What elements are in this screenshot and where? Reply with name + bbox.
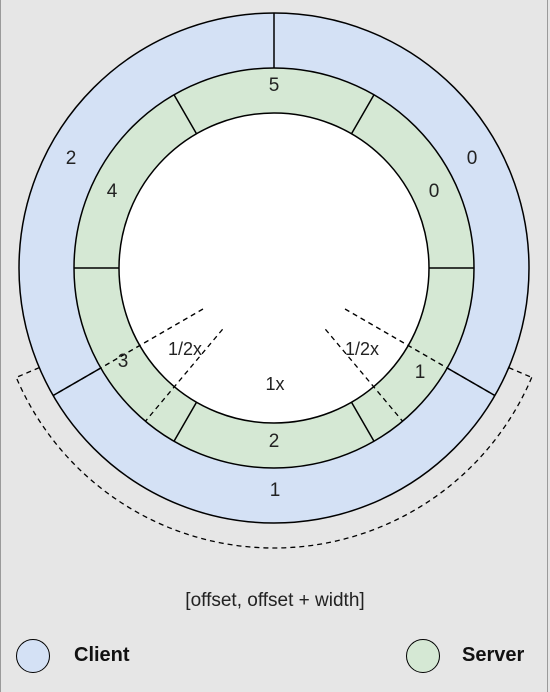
range-caption: [offset, offset + width] — [185, 590, 365, 611]
range-factor-left: 1/2x — [168, 339, 202, 359]
server-boundary-line — [173, 401, 198, 442]
client-swatch-icon — [16, 639, 50, 673]
client-segment-label-1: 1 — [270, 480, 281, 501]
range-arc-connector — [16, 367, 40, 379]
range-arc-connector — [508, 367, 532, 379]
inner-hole — [118, 112, 430, 424]
range-markers — [15, 308, 533, 549]
range-factor-right: 1/2x — [345, 339, 379, 359]
range-factor-center: 1x — [265, 374, 284, 394]
client-segment-label-0: 0 — [467, 148, 478, 169]
legend-server-label: Server — [462, 644, 525, 666]
server-boundary-line — [173, 94, 198, 135]
range-spoke — [52, 308, 204, 397]
legend-client-label: Client — [74, 644, 130, 666]
server-segment-label-3: 3 — [118, 351, 129, 372]
range-outer-arc — [15, 377, 533, 549]
server-segment-label-5: 5 — [269, 75, 280, 96]
range-spoke — [344, 308, 496, 397]
server-segment-label-2: 2 — [269, 431, 280, 452]
server-segment-label-4: 4 — [107, 181, 118, 202]
range-spoke — [144, 328, 224, 422]
server-segment-label-0: 0 — [429, 181, 440, 202]
legend-client: Client — [14, 636, 174, 676]
server-boundary-line — [350, 401, 375, 442]
server-swatch-icon — [406, 639, 440, 673]
server-segment-label-1: 1 — [415, 362, 426, 383]
range-spoke — [324, 328, 404, 422]
legend-server: Server — [404, 636, 544, 676]
client-segment-label-2: 2 — [66, 148, 77, 169]
server-boundary-line — [350, 94, 375, 135]
